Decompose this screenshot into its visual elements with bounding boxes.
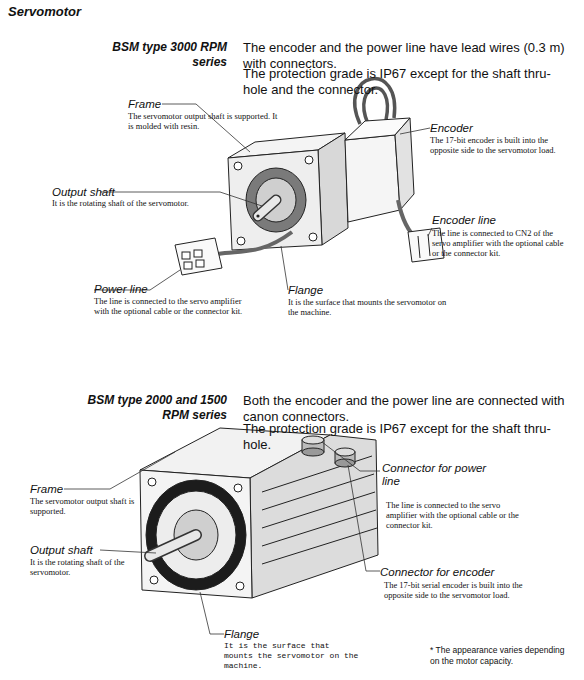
leader-line	[348, 465, 380, 571]
output-shaft	[150, 535, 196, 556]
motor-flange	[256, 178, 296, 222]
motor-body	[345, 135, 400, 222]
part-description: It is the surface that mounts the servom…	[224, 641, 359, 671]
connector-power	[302, 436, 324, 456]
connector-power	[302, 436, 324, 444]
motor-flange	[237, 237, 245, 245]
motor-flange	[140, 470, 252, 598]
motor-flange	[140, 470, 252, 598]
motor-flange	[234, 484, 242, 492]
part-description: The servomotor output shaft is supported…	[128, 111, 278, 131]
output-shaft	[258, 200, 276, 216]
part-name: Connector for power line	[382, 462, 502, 488]
motor-flange	[236, 582, 244, 590]
leader-line	[281, 246, 288, 290]
leader-line	[64, 442, 380, 634]
motor-body	[250, 435, 378, 598]
body-text: Both the encoder and the power line are …	[243, 393, 583, 425]
part-name: Frame	[128, 98, 161, 111]
power-line	[182, 252, 190, 259]
motor-flange	[228, 150, 322, 250]
power-line	[194, 250, 202, 257]
part-description: The line is connected to CN2 of the serv…	[432, 228, 572, 258]
encoder-line	[428, 234, 430, 256]
page-title: Servomotor	[8, 4, 81, 19]
part-name: Flange	[288, 284, 323, 297]
motor-body	[262, 474, 374, 510]
output-shaft	[150, 535, 196, 556]
connector-encoder	[335, 448, 355, 456]
output-shaft	[150, 535, 196, 556]
power-line	[184, 262, 192, 269]
part-description: It is the rotating shaft of the servomot…	[52, 198, 232, 208]
connector-power	[302, 448, 324, 456]
motor-body	[318, 133, 348, 245]
connector-encoder	[335, 448, 355, 467]
part-description: It is the rotating shaft of the servomot…	[30, 557, 160, 577]
motor-flange	[305, 156, 313, 164]
part-name: Power line	[94, 283, 148, 296]
part-name: Output shaft	[52, 186, 115, 199]
output-shaft	[256, 214, 259, 217]
leader-line	[100, 550, 156, 553]
leader-line	[64, 452, 175, 489]
motor-body	[140, 428, 378, 598]
part-description: It is the surface that mounts the servom…	[288, 297, 458, 317]
part-name: Flange	[224, 628, 259, 641]
part-description: The 17-bit encoder is built into the opp…	[430, 135, 570, 155]
part-description: The 17-bit serial encoder is built into …	[384, 580, 534, 600]
series-heading: BSM type 2000 and 1500 RPM series	[82, 393, 227, 423]
leader-line	[94, 104, 432, 290]
part-description: The line is connected to the servo ampli…	[94, 296, 254, 316]
connector-encoder	[335, 459, 355, 467]
leader-line	[322, 442, 380, 471]
motor-flange	[228, 150, 322, 250]
footnote: * The appearance varies depending on the…	[430, 645, 570, 667]
body-text: The protection grade is IP67 except for …	[243, 421, 573, 453]
motor-flange	[309, 233, 317, 241]
part-description: The line is connected to the servo ampli…	[386, 500, 526, 530]
power-line	[218, 232, 292, 254]
series-heading: BSM type 3000 RPM series	[102, 40, 227, 70]
part-name: Output shaft	[30, 544, 93, 557]
leader-line	[200, 592, 224, 634]
body-text: The protection grade is IP67 except for …	[243, 66, 573, 98]
motor-flange	[146, 480, 246, 590]
part-description: The servomotor output shaft is supported…	[30, 496, 160, 516]
output-shaft	[256, 200, 276, 218]
part-name: Encoder line	[432, 214, 496, 227]
motor-flange	[150, 576, 158, 584]
leader-line	[400, 128, 430, 134]
motor-flange	[234, 162, 242, 170]
power-line	[175, 238, 222, 275]
part-name: Connector for encoder	[380, 566, 494, 579]
part-name: Encoder	[430, 122, 473, 135]
power-line	[175, 232, 292, 275]
motor-flange	[246, 168, 306, 232]
encoder-line	[418, 236, 420, 258]
power-line	[196, 260, 204, 267]
output-shaft	[258, 200, 276, 216]
leader-line	[428, 228, 432, 236]
part-name: Frame	[30, 483, 63, 496]
motor-flange	[148, 478, 156, 486]
